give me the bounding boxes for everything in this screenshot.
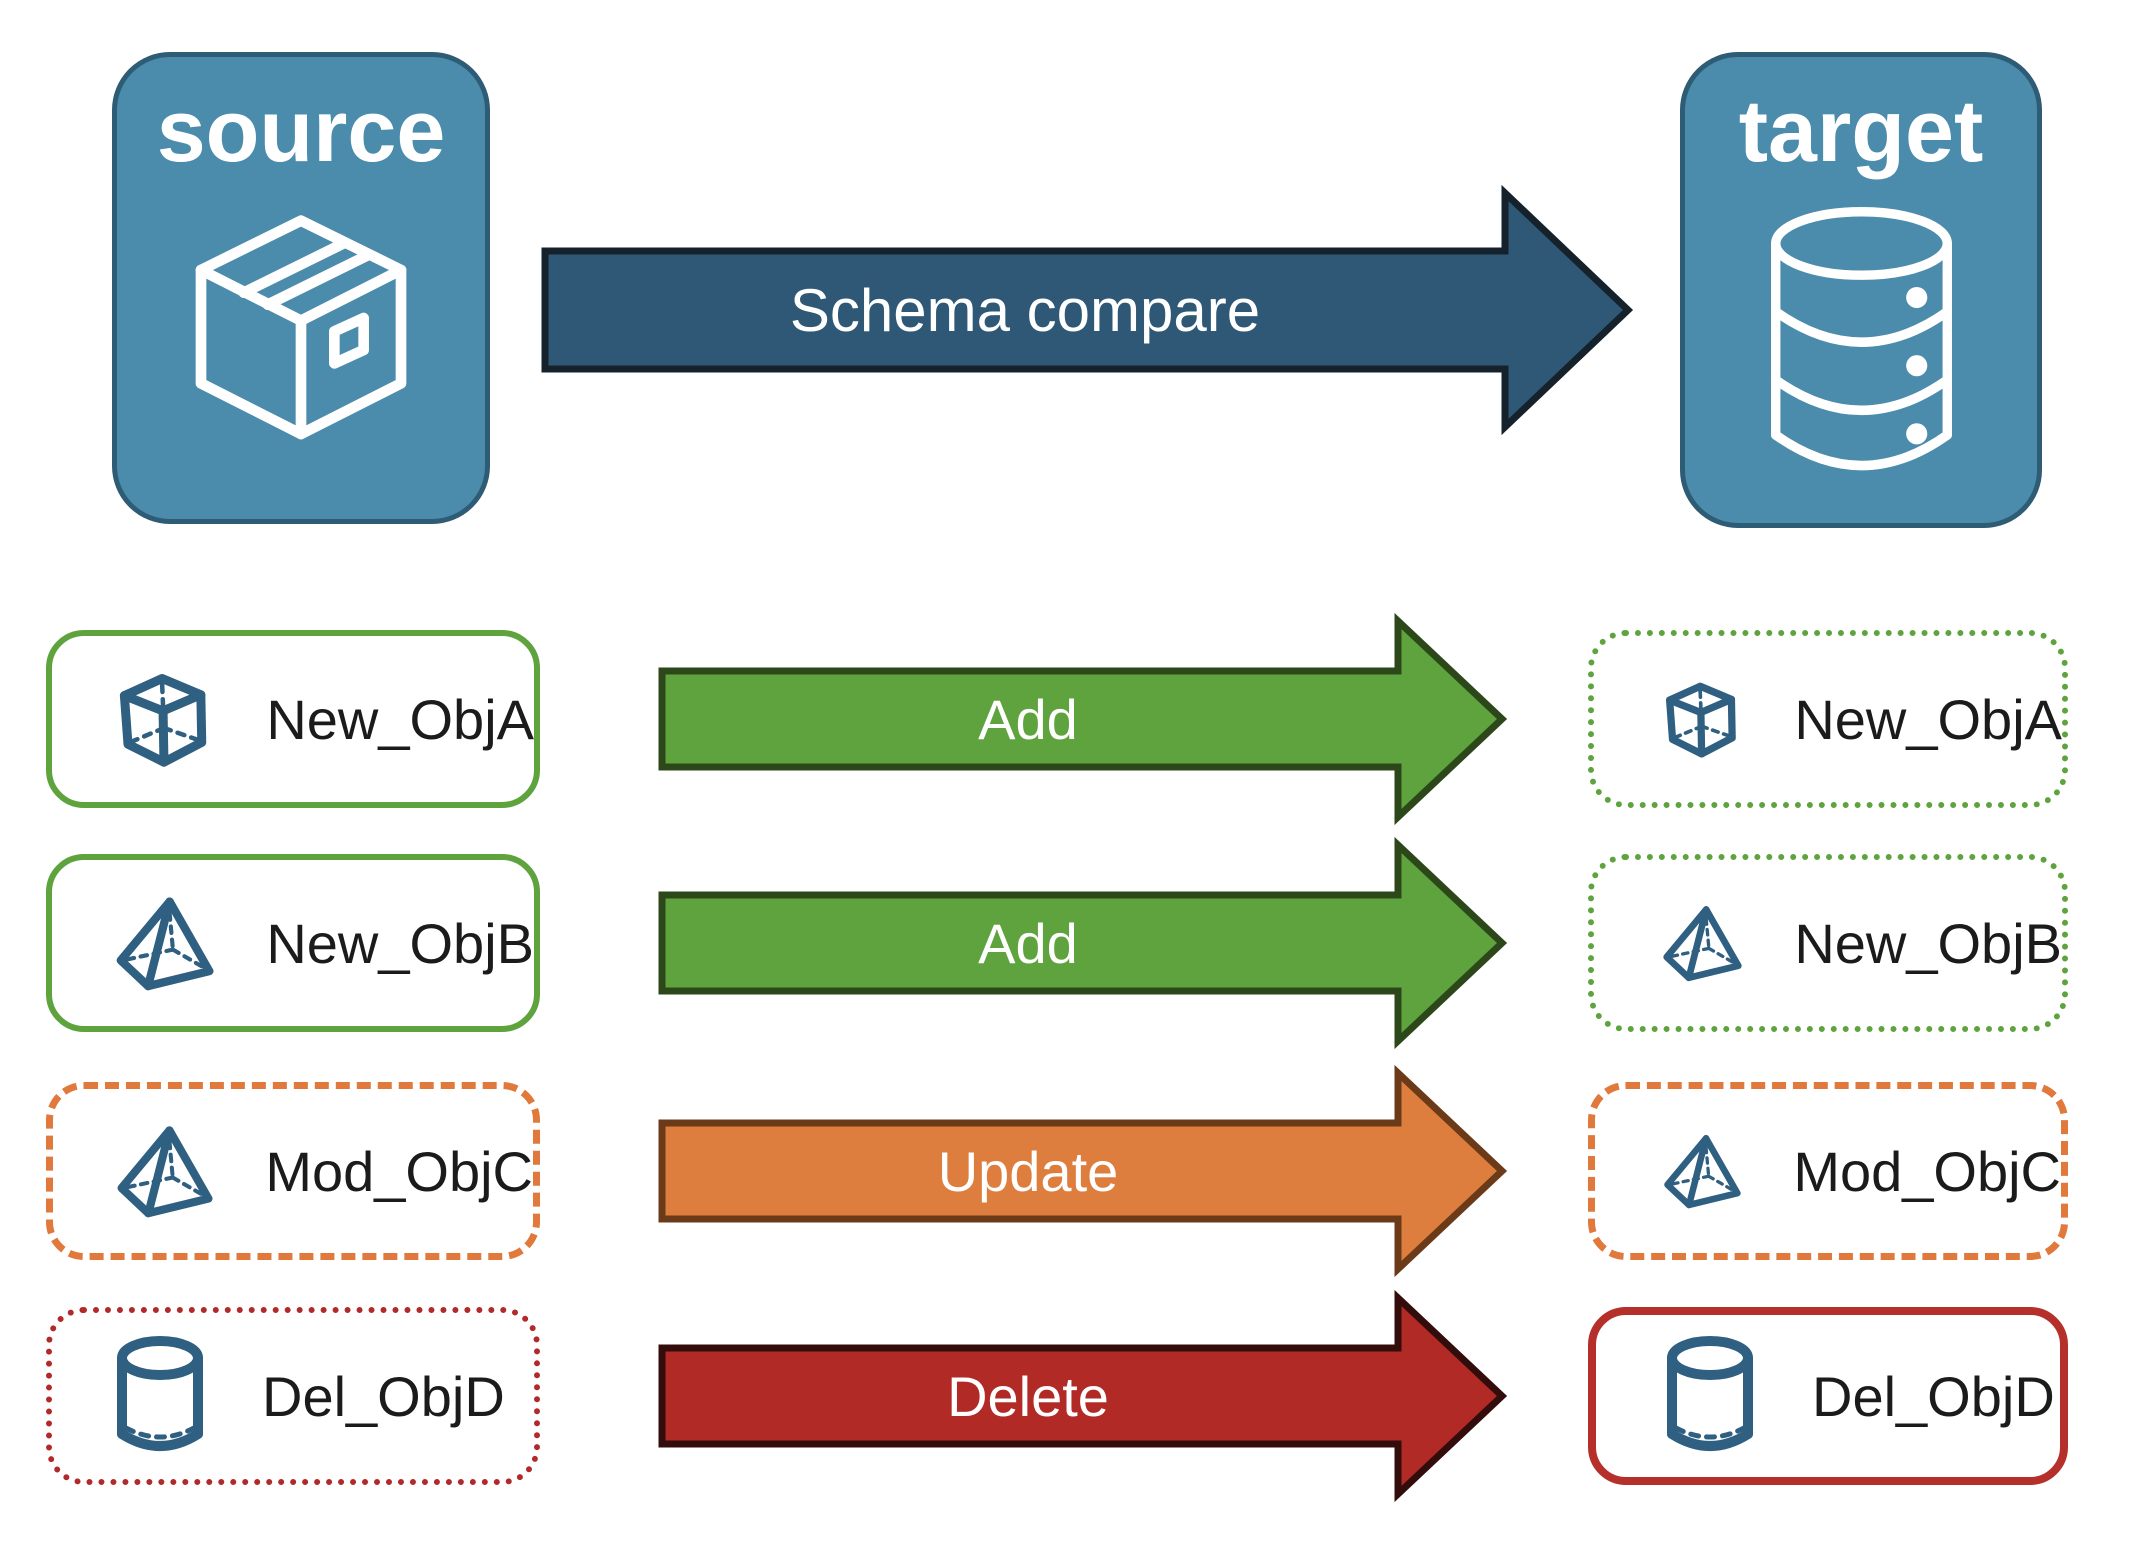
target-node: target xyxy=(1680,52,2042,528)
target-object-new-objb: New_ObjB xyxy=(1588,854,2068,1032)
cylinder-icon xyxy=(117,1336,203,1451)
source-object-mod-objc: Mod_ObjC xyxy=(46,1082,540,1260)
object-label: New_ObjB xyxy=(266,911,534,975)
target-object-mod-objc: Mod_ObjC xyxy=(1588,1082,2068,1260)
pyramid-icon xyxy=(1663,906,1742,982)
object-label: Del_ObjD xyxy=(262,1364,505,1428)
add-arrow-label: Add xyxy=(978,911,1078,975)
delete-arrow-label: Delete xyxy=(947,1364,1109,1428)
add-arrow xyxy=(658,613,1508,825)
pyramid-icon xyxy=(1664,1135,1741,1209)
object-label: New_ObjA xyxy=(266,687,534,751)
source-object-new-objb: New_ObjB xyxy=(46,854,540,1032)
pyramid-icon xyxy=(117,1126,213,1218)
delete-arrow xyxy=(658,1290,1508,1502)
source-object-new-obja: New_ObjA xyxy=(46,630,540,808)
source-node-title: source xyxy=(156,81,446,180)
cylinder-icon xyxy=(1667,1336,1753,1451)
cube-icon xyxy=(1665,682,1736,758)
package-icon xyxy=(195,215,407,440)
target-object-del-objd: Del_ObjD xyxy=(1588,1307,2068,1485)
cube-icon xyxy=(119,674,207,767)
object-label: New_ObjA xyxy=(1794,687,2062,751)
object-label: Del_ObjD xyxy=(1812,1364,2055,1428)
object-label: Mod_ObjC xyxy=(1793,1139,2061,1203)
source-node: source xyxy=(112,52,490,524)
schema-compare-arrow-label: Schema compare xyxy=(789,276,1261,344)
add-arrow-label: Add xyxy=(978,687,1078,751)
update-arrow xyxy=(658,1065,1508,1277)
object-label: New_ObjB xyxy=(1794,911,2062,975)
target-object-new-obja: New_ObjA xyxy=(1588,630,2068,808)
schema-compare-arrow xyxy=(541,185,1634,435)
update-arrow-label: Update xyxy=(937,1139,1119,1203)
add-arrow xyxy=(658,837,1508,1049)
database-icon xyxy=(1770,206,1952,470)
target-node-title: target xyxy=(1738,81,1984,180)
object-label: Mod_ObjC xyxy=(265,1139,533,1203)
source-object-del-objd: Del_ObjD xyxy=(46,1307,540,1485)
pyramid-icon xyxy=(116,897,214,991)
